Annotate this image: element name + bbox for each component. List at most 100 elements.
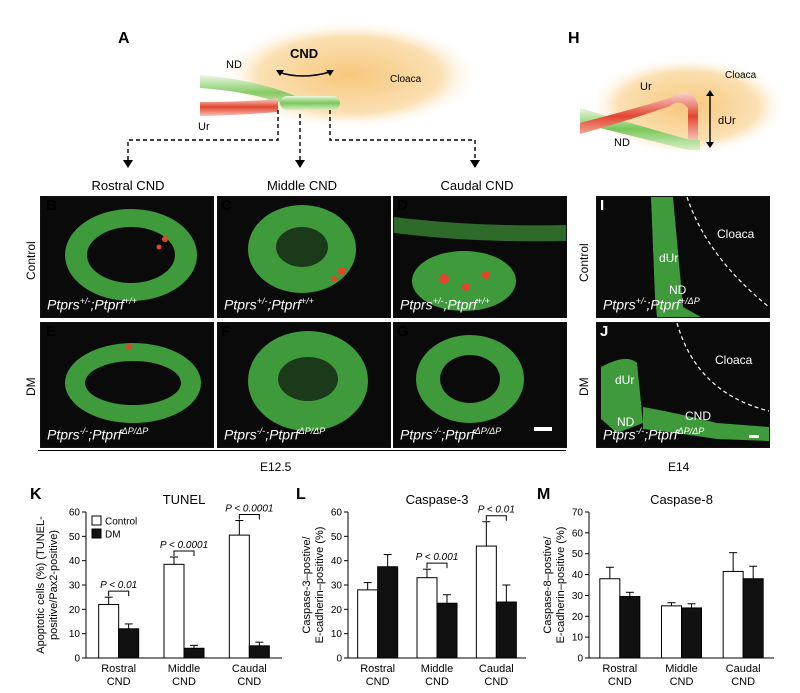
bar-dm: [436, 602, 458, 659]
p-value-label: P < 0.01: [100, 580, 137, 591]
y-tick-label: 10: [331, 629, 343, 640]
p-value-bracket: [108, 590, 130, 597]
y-axis-label-line1: Apoptotic cells (%) (TUNEL-: [35, 516, 47, 654]
micro-i-cloaca: Cloaca: [717, 227, 755, 241]
panel-label-d: D: [397, 197, 408, 214]
y-tick-label: 50: [69, 532, 81, 543]
x-tick-label: Rostral: [101, 663, 136, 675]
micro-i-nd: ND: [669, 283, 687, 297]
schematic-h-dur: dUr: [718, 115, 736, 127]
x-tick-label: CND: [608, 676, 632, 688]
p-value-bracket: [485, 515, 507, 521]
row-label-control-right: Control: [577, 243, 591, 282]
bar-dm: [377, 566, 399, 659]
bar-control: [599, 578, 621, 659]
panel-label-m: M: [537, 486, 551, 503]
column-title-middle: Middle CND: [266, 178, 338, 193]
y-tick-label: 70: [572, 508, 584, 519]
column-title-caudal: Caudal CND: [440, 178, 514, 193]
micrograph-e: Ptprs-/-;PtprfΔP/ΔP: [40, 322, 214, 448]
schematic-h-nd: ND: [614, 137, 630, 149]
y-axis-label-line1: Caspase-8–postive/: [542, 535, 554, 633]
y-tick-label: 30: [572, 591, 584, 602]
schematic-h-ur: Ur: [640, 81, 652, 93]
stage-divider: [38, 450, 566, 451]
panel-label-j: J: [600, 323, 609, 340]
micro-j-cnd: CND: [685, 409, 711, 423]
schematic-a-nd: ND: [226, 59, 242, 71]
x-tick-label: Caudal: [232, 663, 267, 675]
bar-dm: [619, 595, 641, 659]
legend-label-control: Control: [105, 517, 137, 528]
column-title-rostral: Rostral CND: [91, 178, 165, 193]
bar-dm: [118, 628, 140, 659]
bar-control: [98, 603, 120, 659]
micro-j-nd: ND: [617, 415, 635, 429]
chart-tunel: TUNEL Apoptotic cells (%) (TUNEL-positive…: [35, 492, 282, 688]
panel-label-l: L: [296, 486, 306, 503]
micrograph-c: Ptprs+/-;Ptprf+/+: [217, 196, 391, 318]
x-tick-label: Caudal: [726, 663, 761, 675]
y-tick-label: 20: [572, 612, 584, 623]
row-label-dm: DM: [24, 377, 38, 396]
micro-j-cloaca: Cloaca: [715, 353, 753, 367]
cnd-shape: [280, 96, 340, 110]
row-label-control: Control: [24, 241, 38, 280]
chart-caspase-3: Caspase-3Caspase-3–postive/E-cadherin–po…: [301, 492, 526, 688]
x-tick-label: CND: [670, 676, 694, 688]
x-tick-label: CND: [484, 676, 508, 688]
bar-dm: [742, 578, 764, 659]
bar-control: [357, 589, 379, 659]
x-tick-label: CND: [425, 676, 449, 688]
y-tick-label: 30: [69, 581, 81, 592]
panel-label-e: E: [46, 323, 57, 340]
micro-i-dur: dUr: [659, 251, 679, 265]
row-label-dm-right: DM: [577, 377, 591, 396]
chart-title: TUNEL: [163, 492, 206, 507]
panel-label-c: C: [221, 197, 232, 214]
genotype-e: Ptprs-/-;PtprfΔP/ΔP: [47, 426, 149, 443]
panel-label-i: I: [600, 197, 605, 214]
y-tick-label: 10: [69, 629, 81, 640]
schematic-h: Ur Cloaca dUr ND: [580, 56, 788, 156]
micrograph-g: Ptprs-/-;PtprfΔP/ΔP: [393, 322, 567, 448]
chart-title: Caspase-8: [650, 492, 713, 507]
schematic-a: ND CND Cloaca Ur: [198, 20, 480, 133]
stage-e125: E12.5: [260, 460, 292, 474]
x-tick-label: CND: [237, 676, 261, 688]
x-tick-label: Middle: [168, 663, 200, 675]
bar-control: [163, 563, 185, 659]
micrograph-b: Ptprs+/-;Ptprf+/+: [40, 196, 214, 318]
p-value-bracket: [238, 514, 260, 520]
schematic-arrows: [123, 110, 480, 168]
y-axis-label: Apoptotic cells (%) (TUNEL-positive/Pax2…: [35, 516, 60, 654]
y-tick-label: 40: [331, 556, 343, 567]
p-value-label: P < 0.01: [478, 505, 515, 516]
y-tick-label: 0: [577, 654, 583, 665]
schematic-a-cloaca: Cloaca: [390, 74, 422, 85]
chart-title: Caspase-3: [406, 492, 469, 507]
x-tick-label: Rostral: [360, 663, 395, 675]
schematic-a-cnd: CND: [290, 46, 318, 61]
cnd-arrow: [277, 71, 331, 77]
y-tick-label: 50: [572, 549, 584, 560]
y-axis-label-line2: E-cadherin–positive (%): [555, 527, 567, 644]
y-axis-label: Caspase-3–postive/E-cadherin–positive (%…: [301, 527, 326, 644]
x-tick-label: Middle: [421, 663, 453, 675]
y-tick-label: 20: [69, 605, 81, 616]
bar-dm: [183, 647, 205, 659]
y-tick-label: 0: [336, 654, 342, 665]
y-tick-label: 40: [69, 556, 81, 567]
panel-label-f: F: [221, 323, 231, 340]
p-value-bracket: [426, 562, 448, 569]
schematic-a-ur: Ur: [198, 121, 210, 133]
scale-bar-j: [749, 435, 759, 438]
y-tick-label: 50: [331, 532, 343, 543]
bar-dm: [248, 645, 270, 659]
stage-e14: E14: [668, 460, 690, 474]
genotype-c: Ptprs+/-;Ptprf+/+: [224, 296, 314, 313]
genotype-b: Ptprs+/-;Ptprf+/+: [47, 296, 137, 313]
x-tick-label: CND: [731, 676, 755, 688]
x-tick-label: CND: [172, 676, 196, 688]
y-tick-label: 20: [331, 605, 343, 616]
